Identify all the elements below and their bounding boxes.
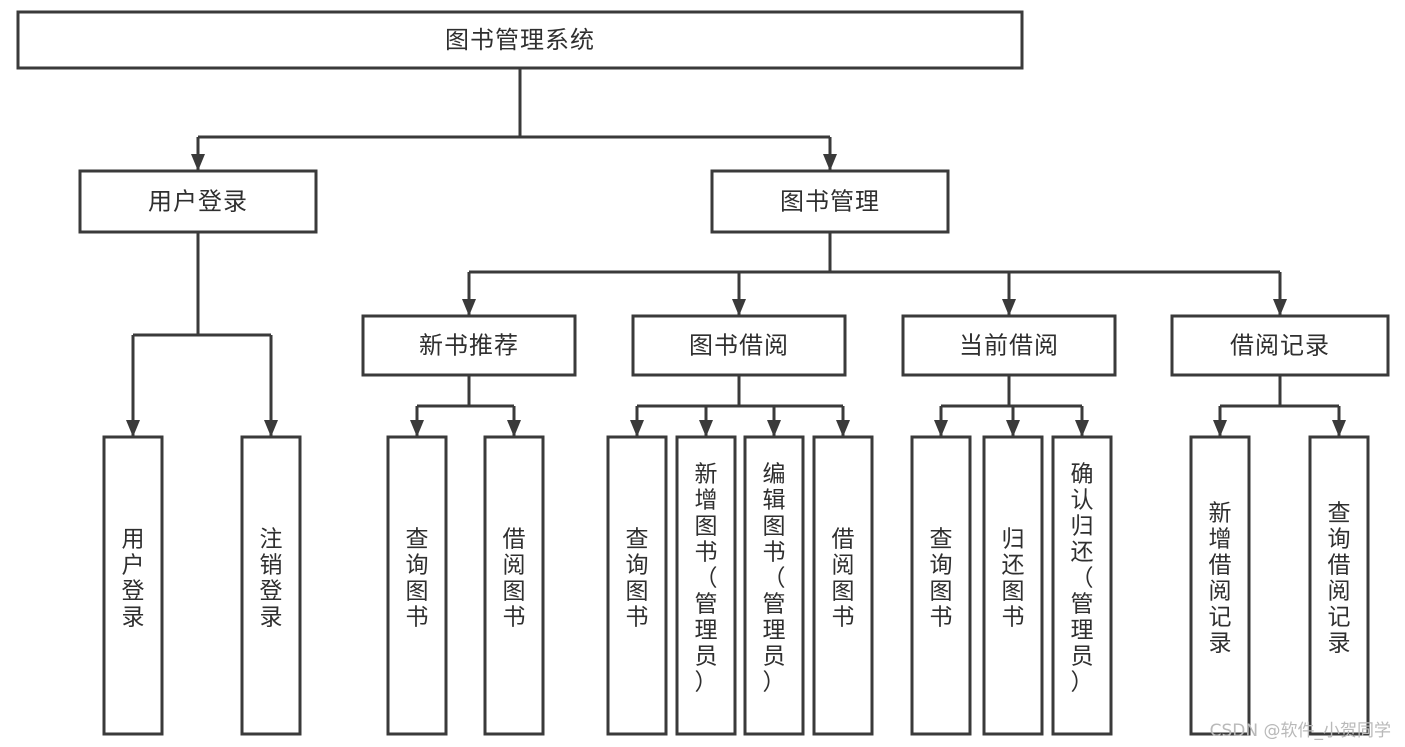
node-return-book[interactable]: 归还图书 [982, 435, 1044, 736]
connector-borrow-to-leaves [630, 375, 850, 437]
node-box-query-record [1308, 435, 1370, 736]
arrow-head-icon [1002, 299, 1016, 316]
arrow-head-icon [699, 420, 713, 437]
node-q2[interactable]: 查询图书 [606, 435, 668, 736]
arrow-head-icon [1075, 420, 1089, 437]
node-box-user-logout-leaf [240, 435, 302, 736]
arrow-head-icon [767, 420, 781, 437]
arrow-head-icon [191, 154, 205, 171]
node-label-borrow-record: 借阅记录 [1230, 332, 1330, 360]
arrow-head-icon [1273, 299, 1287, 316]
node-label-book-borrow: 图书借阅 [689, 332, 789, 360]
node-label-edit-book: 编辑图书（管理员） [763, 462, 786, 696]
node-current-borrow[interactable]: 当前借阅 [901, 314, 1117, 377]
arrow-head-icon [1006, 420, 1020, 437]
node-label-q2: 查询图书 [626, 527, 649, 631]
node-user-login[interactable]: 用户登录 [78, 169, 318, 234]
node-b2[interactable]: 借阅图书 [812, 435, 874, 736]
node-user-login-leaf[interactable]: 用户登录 [102, 435, 164, 736]
csdn-watermark: CSDN @软件_小贺同学 [1209, 721, 1391, 741]
arrow-head-icon [462, 299, 476, 316]
connector-book-manage-to-level3 [462, 232, 1287, 316]
node-box-return-book [982, 435, 1044, 736]
node-label-b1: 借阅图书 [503, 527, 526, 631]
node-box-add-record [1189, 435, 1251, 736]
node-label-q1: 查询图书 [406, 527, 429, 631]
node-label-new-book-rec: 新书推荐 [419, 332, 519, 360]
arrow-head-icon [1332, 420, 1346, 437]
node-label-b2: 借阅图书 [832, 527, 855, 631]
node-query-record[interactable]: 查询借阅记录 [1308, 435, 1370, 736]
node-box-b1 [483, 435, 545, 736]
node-box-book-borrow [631, 314, 847, 377]
node-user-logout-leaf[interactable]: 注销登录 [240, 435, 302, 736]
arrow-head-icon [732, 299, 746, 316]
connector-root-to-level2 [191, 68, 837, 171]
node-box-q2 [606, 435, 668, 736]
node-box-book-manage [710, 169, 950, 234]
node-box-user-login-leaf [102, 435, 164, 736]
node-add-record[interactable]: 新增借阅记录 [1189, 435, 1251, 736]
node-box-user-login [78, 169, 318, 234]
node-label-add-record: 新增借阅记录 [1209, 501, 1232, 657]
node-label-user-login: 用户登录 [148, 188, 248, 216]
node-box-edit-book [743, 435, 805, 736]
arrow-head-icon [630, 420, 644, 437]
node-label-add-book: 新增图书（管理员） [695, 462, 718, 696]
node-label-current-borrow: 当前借阅 [959, 332, 1059, 360]
node-book-borrow[interactable]: 图书借阅 [631, 314, 847, 377]
node-box-q1 [386, 435, 448, 736]
arrow-head-icon [410, 420, 424, 437]
node-box-root [16, 10, 1024, 70]
node-box-borrow-record [1170, 314, 1390, 377]
node-box-b2 [812, 435, 874, 736]
node-b1[interactable]: 借阅图书 [483, 435, 545, 736]
node-new-book-rec[interactable]: 新书推荐 [361, 314, 577, 377]
connector-layer [126, 68, 1346, 437]
arrow-head-icon [264, 420, 278, 437]
node-q3[interactable]: 查询图书 [910, 435, 972, 736]
connector-newbook-to-leaves [410, 375, 521, 437]
node-confirm-return[interactable]: 确认归还（管理员） [1051, 435, 1113, 736]
arrow-head-icon [1213, 420, 1227, 437]
node-label-query-record: 查询借阅记录 [1328, 501, 1351, 657]
node-box-q3 [910, 435, 972, 736]
connector-user-login-to-leaves [126, 232, 278, 437]
node-label-confirm-return: 确认归还（管理员） [1071, 462, 1094, 696]
node-box-current-borrow [901, 314, 1117, 377]
node-edit-book[interactable]: 编辑图书（管理员） [743, 435, 805, 736]
arrow-head-icon [836, 420, 850, 437]
node-box-confirm-return [1051, 435, 1113, 736]
node-label-book-manage: 图书管理 [780, 188, 880, 216]
node-borrow-record[interactable]: 借阅记录 [1170, 314, 1390, 377]
node-layer: 图书管理系统用户登录图书管理新书推荐图书借阅当前借阅借阅记录用户登录注销登录查询… [16, 10, 1390, 736]
node-label-q3: 查询图书 [930, 527, 953, 631]
node-root[interactable]: 图书管理系统 [16, 10, 1024, 70]
node-label-user-login-leaf: 用户登录 [122, 527, 145, 631]
arrow-head-icon [507, 420, 521, 437]
node-box-add-book [675, 435, 737, 736]
connector-current-to-leaves [934, 375, 1089, 437]
arrow-head-icon [823, 154, 837, 171]
node-label-user-logout-leaf: 注销登录 [260, 527, 283, 631]
arrow-head-icon [126, 420, 140, 437]
node-label-root: 图书管理系统 [445, 26, 595, 54]
arrow-head-icon [934, 420, 948, 437]
node-label-return-book: 归还图书 [1002, 527, 1025, 631]
node-add-book[interactable]: 新增图书（管理员） [675, 435, 737, 736]
node-box-new-book-rec [361, 314, 577, 377]
node-q1[interactable]: 查询图书 [386, 435, 448, 736]
node-book-manage[interactable]: 图书管理 [710, 169, 950, 234]
connector-record-to-leaves [1213, 375, 1346, 437]
